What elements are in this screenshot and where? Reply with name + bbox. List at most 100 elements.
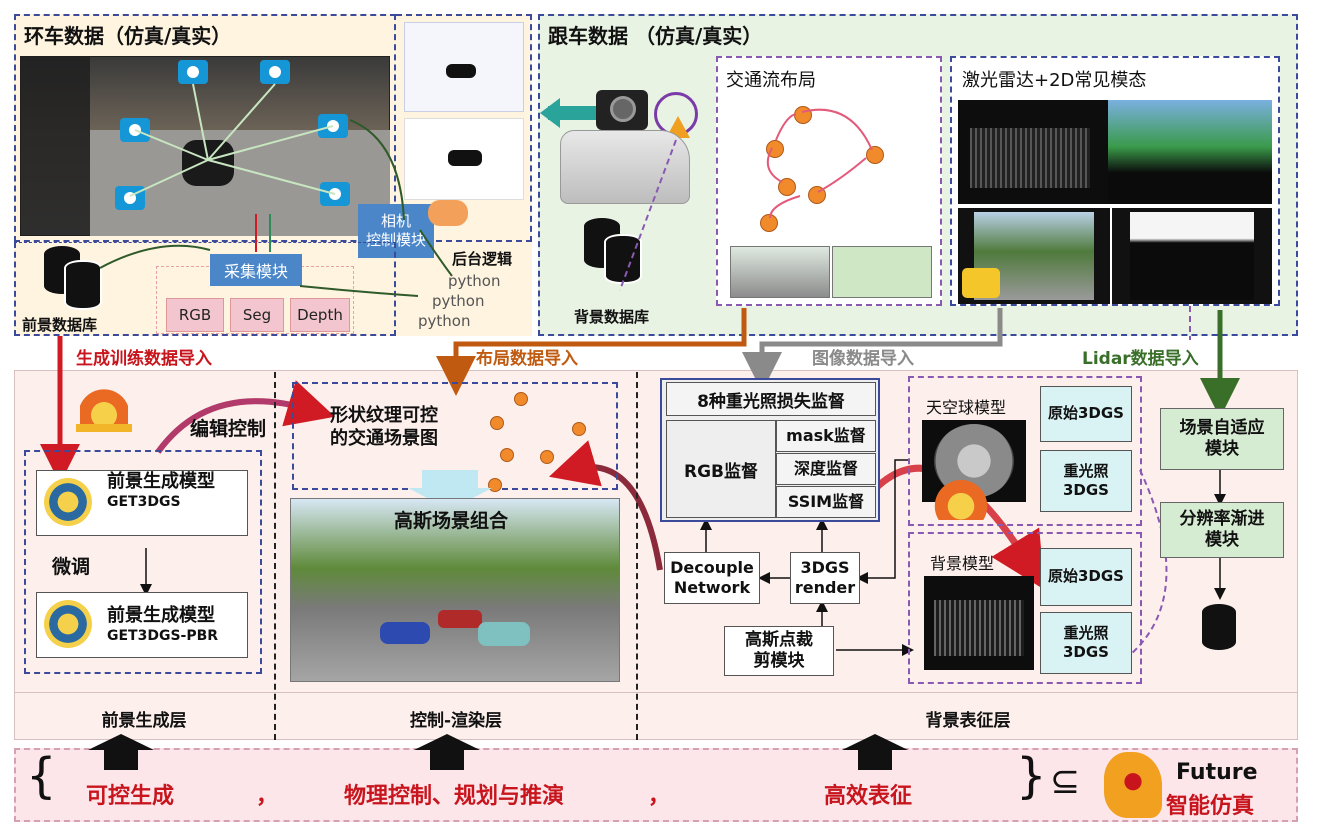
fg-gen-layer-label: 前景生成层 xyxy=(101,711,187,731)
bg-database-label: 背景数据库 xyxy=(574,308,650,326)
fg-model-sub: GET3DGS xyxy=(107,493,181,510)
python-logo: python xyxy=(432,292,485,310)
gear-icon xyxy=(44,478,92,526)
divider xyxy=(274,372,276,740)
up-arrow-head xyxy=(88,734,154,750)
ssim-supervision: SSIM监督 xyxy=(776,486,876,518)
comma: ， xyxy=(256,784,279,809)
depth-supervision: 深度监督 xyxy=(776,453,876,485)
subset-symbol: ⊆ xyxy=(1050,761,1081,802)
gaussian-crop-box: 高斯点裁 剪模块 xyxy=(724,626,834,676)
seg-button[interactable]: Seg xyxy=(230,298,284,332)
teal-arrow-head xyxy=(540,98,560,128)
mask-supervision: mask监督 xyxy=(776,420,876,452)
rgb-button[interactable]: RGB xyxy=(166,298,224,332)
brace-close: } xyxy=(1016,748,1047,804)
rgb-supervision: RGB监督 xyxy=(666,420,776,518)
graph-node xyxy=(490,416,504,430)
divider xyxy=(636,372,638,740)
sky-mask-image xyxy=(1130,212,1254,300)
graph-node xyxy=(500,448,514,462)
sim-sidebar xyxy=(20,56,90,236)
car-3d-icon xyxy=(446,64,476,78)
efficient-repr-text: 高效表征 xyxy=(824,784,913,809)
teal-arrow xyxy=(548,106,602,120)
brain-chip-icon xyxy=(1104,752,1162,818)
fire-icon xyxy=(932,474,990,520)
bottom-bg xyxy=(14,748,1298,822)
orig-3dgs-1: 原始3DGS xyxy=(1040,386,1132,442)
scene-graph-label: 形状纹理可控 的交通场景图 xyxy=(330,405,438,450)
up-arrow xyxy=(858,748,892,770)
sky-model-label: 天空球模型 xyxy=(926,398,1007,417)
orig-3dgs-2: 原始3DGS xyxy=(1040,548,1132,606)
layout-node xyxy=(760,214,778,232)
layout-node xyxy=(866,146,884,164)
up-arrow xyxy=(430,748,464,770)
relit-3dgs-2: 重光照 3DGS xyxy=(1040,612,1132,674)
decouple-network-box: Decouple Network xyxy=(664,552,760,604)
topdown-map-image xyxy=(832,246,932,298)
relight-title: 8种重光照损失监督 xyxy=(666,382,876,416)
suv-car xyxy=(560,130,690,204)
fg-database-icon xyxy=(40,246,102,310)
traffic-layout-title: 交通流布局 xyxy=(726,70,816,91)
python-logo: python xyxy=(418,312,471,330)
fire-base xyxy=(76,424,132,432)
layout-import-label: 布局数据导入 xyxy=(476,349,578,369)
sky-model-panel xyxy=(908,376,1142,526)
collect-module-box: 采集模块 xyxy=(210,254,302,286)
up-arrow-head xyxy=(414,734,480,750)
backend-logic-label: 后台逻辑 xyxy=(452,250,513,268)
bg-database-icon xyxy=(580,218,642,284)
smart-sim-text: 智能仿真 xyxy=(1166,794,1255,819)
bg-model-label: 背景模型 xyxy=(930,554,995,573)
3dgs-render-box: 3DGS render xyxy=(790,552,860,604)
control-car-icon xyxy=(448,150,482,166)
fire-icon xyxy=(80,380,128,430)
lidar-title: 激光雷达+2D常见模态 xyxy=(962,70,1147,91)
pointcloud-texture xyxy=(970,128,1090,188)
graph-node xyxy=(514,392,528,406)
fg-model-title: 前景生成模型 xyxy=(107,471,215,492)
bg-repr-layer-label: 背景表征层 xyxy=(925,711,1011,731)
depth-button[interactable]: Depth xyxy=(290,298,350,332)
gaussian-scene-image xyxy=(290,498,620,682)
fg-collect-area xyxy=(14,242,396,336)
comma: ， xyxy=(648,784,671,809)
up-arrow xyxy=(104,748,138,770)
bg-model-panel xyxy=(908,532,1142,684)
segmentation-image xyxy=(1108,100,1272,204)
image-import-label: 图像数据导入 xyxy=(812,349,914,369)
layout-node xyxy=(778,178,796,196)
gear-icon xyxy=(44,600,92,648)
camera-lens xyxy=(610,96,636,122)
layer-label-row xyxy=(14,692,1298,740)
fg-gen-panel xyxy=(24,450,262,674)
scene-car-teal xyxy=(478,622,530,646)
controllable-gen-text: 可控生成 xyxy=(86,784,175,809)
traffic-scene-image xyxy=(730,246,830,298)
control-render-layer-label: 控制-渲染层 xyxy=(409,711,503,731)
fg-database-label: 前景数据库 xyxy=(22,316,98,334)
scene-car-blue xyxy=(380,622,430,644)
resolution-progressive-box: 分辨率渐进 模块 xyxy=(1160,502,1284,558)
finetune-label: 微调 xyxy=(52,556,91,578)
camera-icon xyxy=(178,60,208,84)
fg-model-sub: GET3DGS-PBR xyxy=(107,627,219,644)
future-text: Future xyxy=(1176,760,1258,785)
surround-data-title: 环车数据（仿真/真实） xyxy=(24,24,232,48)
camera-icon xyxy=(260,60,290,84)
bg-pointcloud-texture xyxy=(934,600,1024,656)
sim-car xyxy=(182,140,234,186)
scene-car-red xyxy=(438,610,482,628)
down-arrow xyxy=(422,470,478,490)
graph-node xyxy=(572,422,586,436)
database-icon xyxy=(1202,604,1236,650)
camera-icon xyxy=(962,268,1000,298)
lidar-import-label: Lidar数据导入 xyxy=(1082,349,1199,369)
up-arrow-head xyxy=(842,734,908,750)
